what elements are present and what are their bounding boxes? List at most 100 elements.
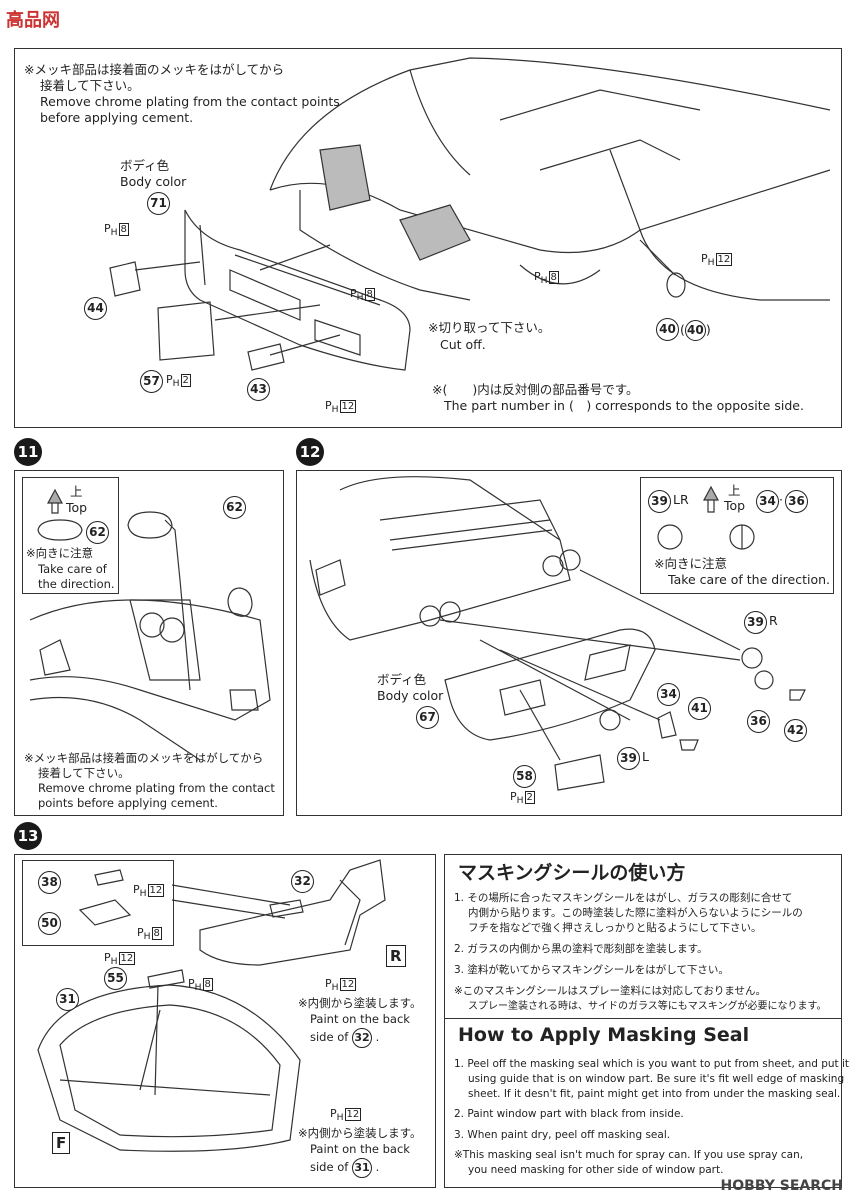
paint-back-31-en-2: side of 31 . [310,1158,379,1178]
part-39-lr-inset: 39 [648,490,671,513]
step-13-badge: 13 [14,822,42,850]
part-40-opposite-num: 40 [684,320,706,341]
direction-note-12-jp: ※向きに注意 [654,556,727,571]
part-38: 38 [38,871,61,894]
part-40-opposite: (40) [680,320,711,341]
masking-en-4a: ※This masking seal isn't much for spray … [454,1149,804,1161]
top-label-12-en: Top [724,498,746,513]
part-39-l: 39 [617,747,640,770]
paint-back-31-en-1: Paint on the back [310,1142,410,1156]
part-34-inset: 34 [756,490,779,513]
paint-back-32-en-1: Paint on the back [310,1012,410,1026]
masking-title-jp: マスキングシールの使い方 [458,862,686,884]
part-44: 44 [84,297,107,320]
chrome-note-11-en-1: Remove chrome plating from the contact [38,781,275,795]
masking-en-4b: you need masking for other side of windo… [468,1164,724,1176]
direction-note-en-2: the direction. [38,577,115,591]
chrome-note-en-2: before applying cement. [40,110,194,125]
top-label-12-jp: 上 [728,483,741,498]
masking-title-en: How to Apply Masking Seal [458,1024,750,1046]
chrome-note-11-jp-1: ※メッキ部品は接着面のメッキをはがしてから [24,751,264,765]
part-31-ref: 31 [351,1158,372,1178]
opposite-note-jp: ※( )内は反対側の部品番号です。 [432,382,639,397]
masking-jp-1c: フチを指などで強く押さえしっかりと貼るようにして下さい。 [468,922,762,934]
paint-back-32-jp: ※内側から塗装します。 [298,996,422,1010]
paint-back-31-jp: ※内側から塗装します。 [298,1126,422,1140]
chrome-note-en-1: Remove chrome plating from the contact p… [40,94,340,109]
chrome-note-11-en-2: points before applying cement. [38,796,218,810]
part-55: 55 [104,967,127,990]
part-32-ref: 32 [351,1028,372,1048]
direction-note-en-1: Take care of [38,562,107,576]
masking-jp-4b: スプレー塗装される時は、サイドのガラス等にもマスキングが必要になります。 [468,1001,827,1012]
part-71: 71 [147,192,170,215]
step-11-badge: 11 [14,438,42,466]
cut-off-en: Cut off. [440,337,486,352]
r-side-label: R [386,945,406,967]
direction-note-12-en: Take care of the direction. [668,572,831,587]
f-side-label: F [52,1132,71,1154]
part-34: 34 [657,683,680,706]
masking-jp-2: 2. ガラスの内側から黒の塗料で彫刻部を塗装します。 [454,943,708,955]
part-36-inset: 36 [785,490,808,513]
body-color-en: Body color [120,174,187,189]
part-41: 41 [688,697,711,720]
paint-back-32-side-of: side of [310,1030,349,1044]
masking-panel [444,854,842,1188]
masking-en-3: 3. When paint dry, peel off masking seal… [454,1129,671,1141]
body-color-jp: ボディ色 [120,158,170,173]
top-label-jp: 上 [70,484,83,499]
part-39-r: 39 [744,611,767,634]
body-color-12-jp: ボディ色 [377,672,427,687]
part-43: 43 [247,378,270,401]
lr-label: LR [673,492,689,507]
r-label: R [769,613,778,628]
part-40: 40 [656,318,679,341]
body-color-12-en: Body color [377,688,444,703]
paint-back-31-side-of: side of [310,1160,349,1174]
part-50: 50 [38,912,61,935]
masking-en-1b: using guide that is on window part. Be s… [468,1073,845,1085]
masking-en-1c: sheet. If it desn't fit, paint might get… [468,1088,841,1100]
part-31: 31 [56,988,79,1011]
part-67: 67 [416,706,439,729]
site-logo: 高品网 [6,10,60,31]
masking-divider [444,1018,842,1019]
part-separator: · [779,492,783,507]
chrome-note-jp-1: ※メッキ部品は接着面のメッキをはがしてから [24,62,285,77]
chrome-note-jp-2: 接着して下さい。 [40,78,140,93]
part-62: 62 [223,496,246,519]
part-42: 42 [784,719,807,742]
masking-jp-1a: 1. その場所に合ったマスキングシールをはがし、ガラスの彫刻に合せて [454,892,793,904]
masking-jp-4a: ※このマスキングシールはスプレー塗料には対応しておりません。 [454,985,767,997]
chrome-note-11-jp-2: 接着して下さい。 [38,766,130,780]
watermark: HOBBY SEARCH [720,1178,843,1194]
paint-back-32-en-2: side of 32 . [310,1028,379,1048]
cut-off-jp: ※切り取って下さい。 [428,320,551,335]
masking-jp-3: 3. 塗料が乾いてからマスキングシールをはがして下さい。 [454,964,729,976]
step-12-badge: 12 [296,438,324,466]
top-label-en: Top [66,500,88,515]
masking-en-1a: 1. Peel off the masking seal which is yo… [454,1058,850,1070]
part-36: 36 [747,710,770,733]
part-62-inset: 62 [86,521,109,544]
masking-en-2: 2. Paint window part with black from ins… [454,1108,684,1120]
part-57: 57 [140,370,163,393]
part-58: 58 [513,765,536,788]
